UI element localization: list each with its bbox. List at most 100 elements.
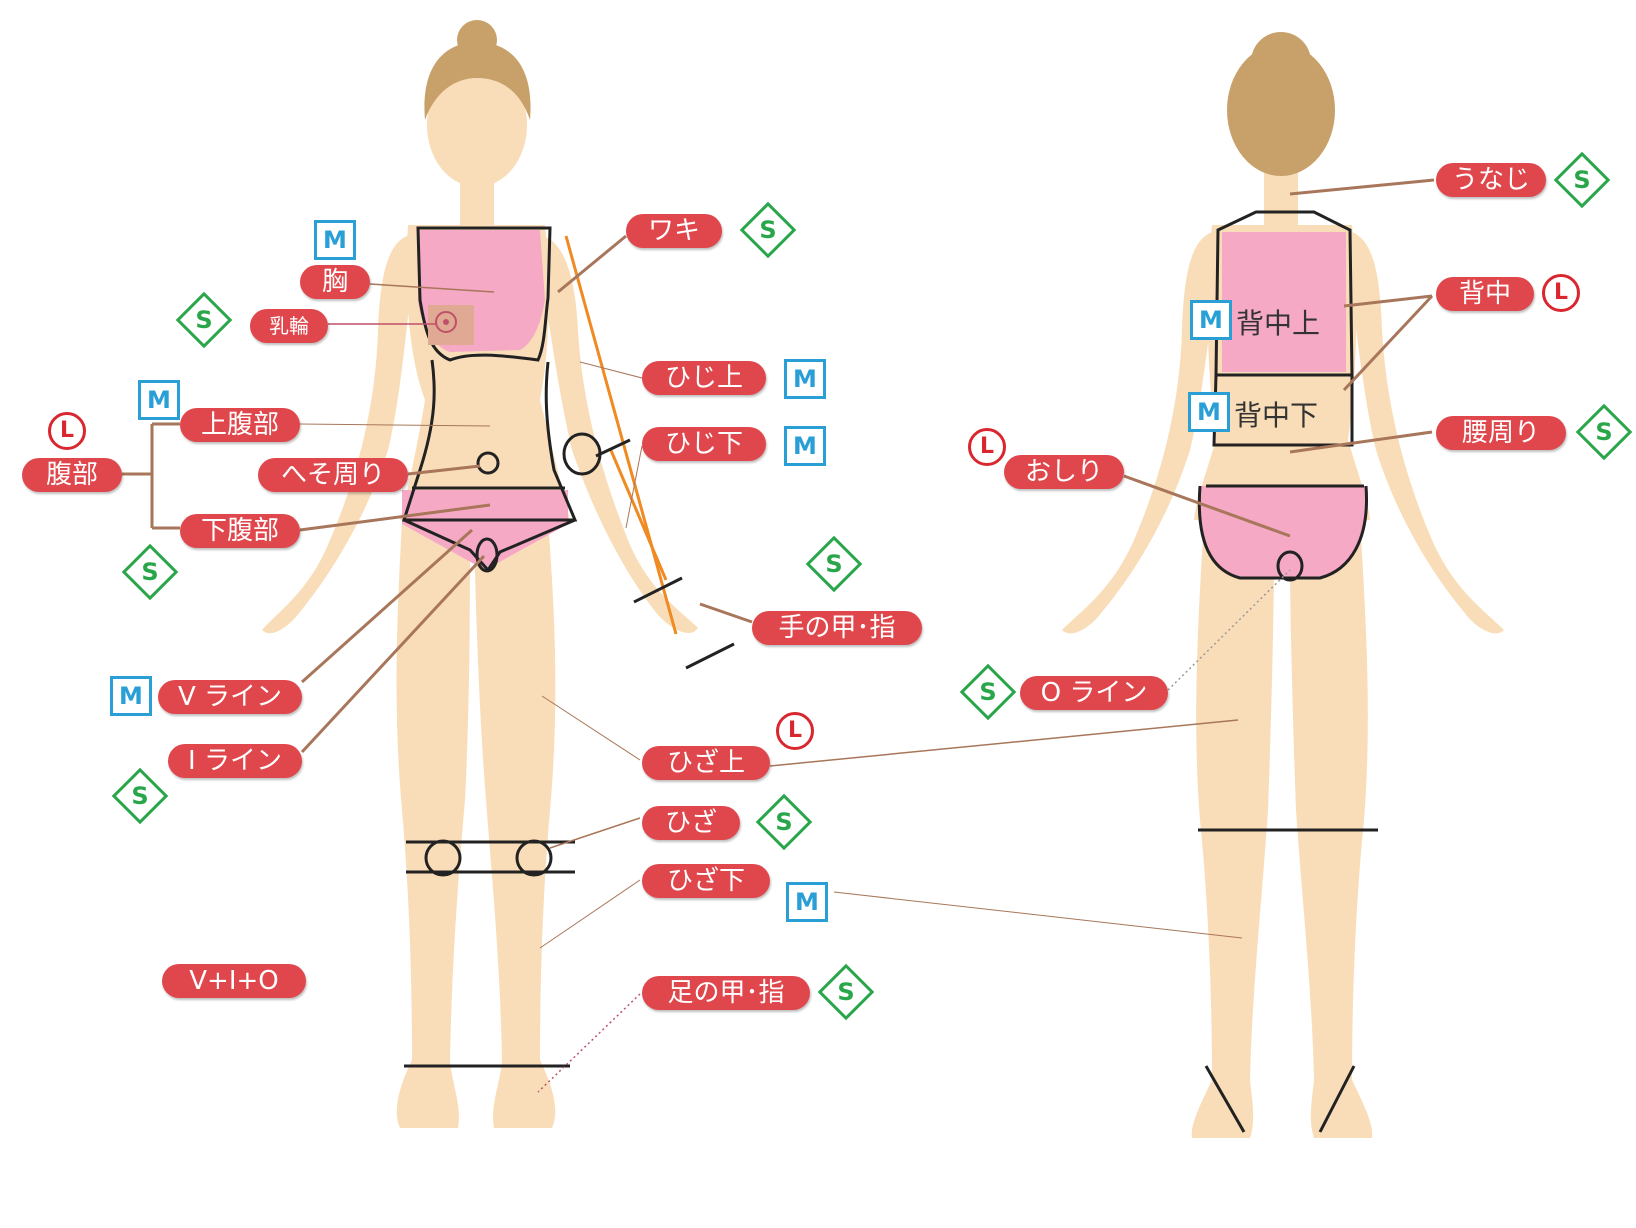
front-chest-outline <box>416 226 552 362</box>
label-ashinokou[interactable]: 足の甲･指 <box>642 976 810 1010</box>
badge-s-hiza-text: S <box>775 808 793 836</box>
front-left-leg <box>396 520 470 1128</box>
connector-oshiri <box>1123 474 1291 538</box>
badge-m-hijiue: M <box>784 359 826 399</box>
connector-ashinokou <box>537 993 641 1093</box>
label-hizashita[interactable]: ひざ下 <box>642 864 770 898</box>
badge-m-mune: M <box>314 220 356 260</box>
badge-s-kafukubu: S <box>121 543 179 601</box>
connector-hiza <box>549 817 641 849</box>
front-areola-circle <box>435 311 457 333</box>
front-hair <box>424 42 531 120</box>
connector-hijishita <box>625 445 643 529</box>
back-bra <box>1222 232 1346 372</box>
wrist-tick <box>633 576 683 604</box>
connector-iline <box>300 554 486 754</box>
badge-s-waki: S <box>739 201 797 259</box>
label-waki[interactable]: ワキ <box>626 214 722 248</box>
badge-s-iline-text: S <box>131 782 149 810</box>
connector-hizashita-back <box>833 891 1243 939</box>
badge-s-kafukubu-text: S <box>141 558 159 586</box>
back-figure <box>1062 32 1504 1138</box>
connector-hizaue-back <box>769 719 1239 767</box>
front-areola-box <box>428 305 474 345</box>
back-hair-bun <box>1251 32 1311 92</box>
label-joufukubu[interactable]: 上腹部 <box>180 408 300 442</box>
label-koshimawari[interactable]: 腰周り <box>1436 416 1566 450</box>
label-fukubu[interactable]: 腹部 <box>22 458 122 492</box>
front-navel-circle <box>476 451 500 475</box>
label-unaji[interactable]: うなじ <box>1436 163 1546 197</box>
hand-tick <box>685 642 735 670</box>
connector-senaka-2 <box>1342 294 1434 392</box>
label-kafukubu[interactable]: 下腹部 <box>180 514 300 548</box>
back-oline-oval <box>1276 550 1304 582</box>
arm-measure-line-2 <box>608 447 668 581</box>
arm-measure-line <box>564 235 678 635</box>
connector-fukubu-bracket <box>122 422 180 530</box>
label-vline[interactable]: V ライン <box>158 680 302 714</box>
connector-waki <box>557 234 627 294</box>
badge-s-unaji: S <box>1553 151 1611 209</box>
badge-m-joufukubu: M <box>138 380 180 420</box>
label-hijishita[interactable]: ひじ下 <box>642 427 766 461</box>
front-figure <box>262 20 735 1128</box>
badge-s-iline: S <box>111 767 169 825</box>
label-senakashita[interactable]: 背中下 <box>1234 399 1319 432</box>
front-left-arm <box>262 235 410 634</box>
badge-s-unaji-text: S <box>1573 166 1591 194</box>
label-hijiue[interactable]: ひじ上 <box>642 361 766 395</box>
label-tenokou[interactable]: 手の甲･指 <box>752 611 922 645</box>
connector-tenokou <box>699 602 753 624</box>
label-senaka[interactable]: 背中 <box>1436 277 1534 311</box>
badge-l-hizaue: L <box>776 712 814 750</box>
front-right-arm <box>540 235 698 633</box>
badge-l-senaka: L <box>1542 274 1580 312</box>
front-knee-right <box>515 839 553 877</box>
back-ankle-right <box>1318 1065 1356 1133</box>
badge-s-oline: S <box>959 663 1017 721</box>
back-left-arm <box>1062 232 1214 634</box>
connector-hizaue <box>541 695 641 761</box>
badge-s-tenokou: S <box>805 535 863 593</box>
badge-s-nyurin: S <box>175 291 233 349</box>
connector-hijiue <box>579 361 643 379</box>
label-oshiri[interactable]: おしり <box>1004 455 1124 489</box>
label-hiza[interactable]: ひざ <box>642 806 740 840</box>
badge-m-hijishita: M <box>784 426 826 466</box>
badge-s-oline-text: S <box>979 678 997 706</box>
connector-oline <box>1167 569 1291 691</box>
front-right-leg <box>474 520 556 1128</box>
label-senakaue[interactable]: 背中上 <box>1236 307 1321 340</box>
badge-m-hizashita: M <box>786 882 828 922</box>
badge-m-vline: M <box>110 676 152 716</box>
back-right-arm <box>1352 232 1504 634</box>
badge-s-hiza: S <box>755 793 813 851</box>
badge-l-fukubu: L <box>48 412 86 450</box>
label-mune[interactable]: 胸 <box>300 265 370 299</box>
front-hair-bun <box>457 20 497 60</box>
connector-hesomawari <box>407 464 481 476</box>
connector-koshimawari <box>1289 430 1433 454</box>
front-vline-oval <box>475 537 499 573</box>
label-iline[interactable]: I ライン <box>168 744 302 778</box>
back-bikini-outline <box>1197 485 1369 580</box>
connector-mune <box>369 283 495 293</box>
connector-joufukubu <box>299 423 491 427</box>
label-nyurin[interactable]: 乳輪 <box>250 309 328 343</box>
label-oline[interactable]: O ライン <box>1020 676 1168 710</box>
front-areola-dot <box>443 319 449 325</box>
label-hesomawari[interactable]: へそ周り <box>258 458 408 492</box>
connector-hizashita <box>539 879 641 949</box>
badge-s-ashinokou: S <box>817 963 875 1021</box>
badge-s-nyurin-text: S <box>195 306 213 334</box>
elbow-tick <box>595 438 631 458</box>
connector-senaka-1 <box>1343 294 1433 308</box>
badge-s-koshimawari-text: S <box>1595 418 1613 446</box>
connector-vline <box>301 528 473 684</box>
badge-s-waki-text: S <box>759 216 777 244</box>
front-face <box>427 63 527 187</box>
label-hizaue[interactable]: ひざ上 <box>642 746 770 780</box>
label-vio[interactable]: V+I+O <box>162 964 306 998</box>
